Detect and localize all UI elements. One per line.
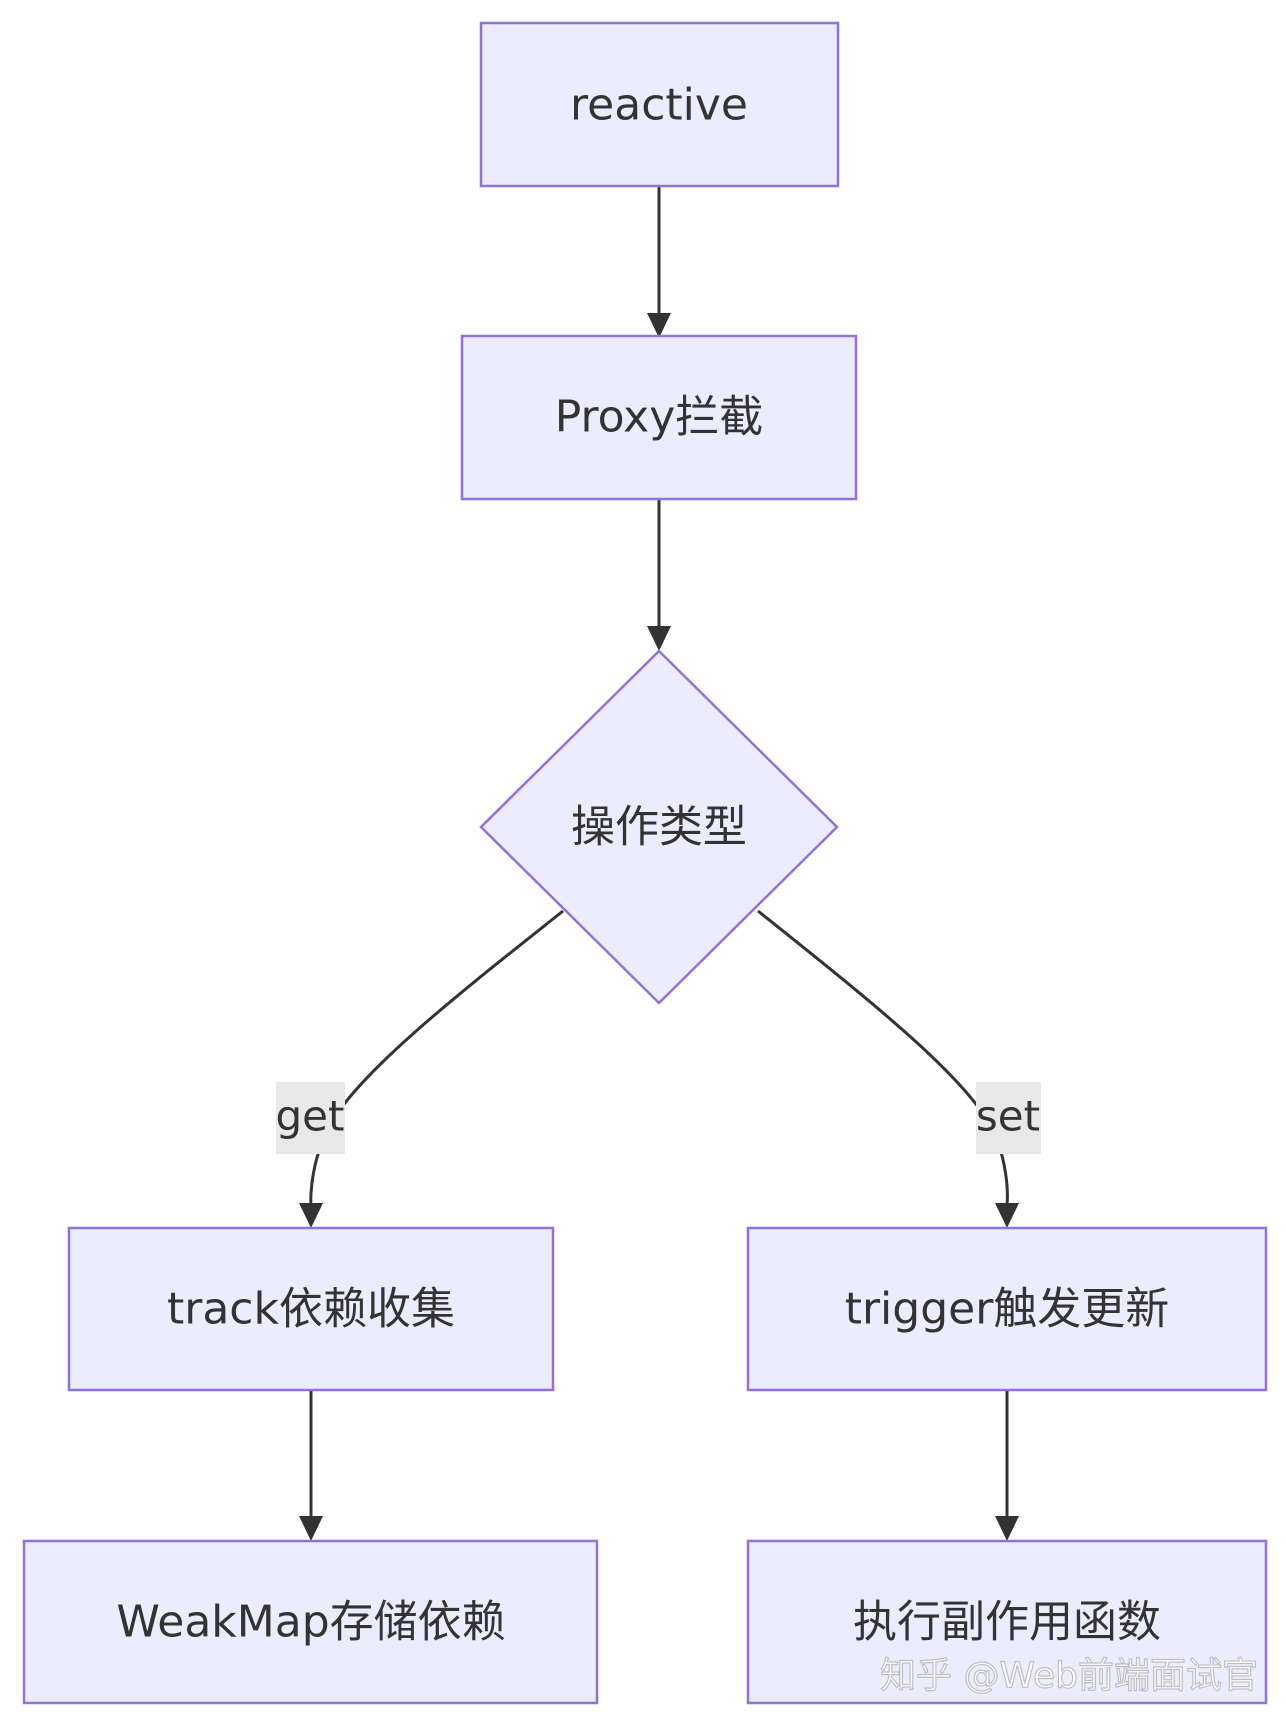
node-proxy-label: Proxy拦截 (555, 392, 764, 443)
node-reactive-label: reactive (570, 80, 748, 131)
edge-optype-trigger (757, 909, 1009, 1206)
arrowhead-icon (299, 1203, 323, 1228)
edge-optype-track (309, 909, 564, 1206)
arrowhead-icon (995, 1203, 1019, 1228)
edge-label-set-text: set (976, 1092, 1040, 1141)
node-effect: 执行副作用函数 (746, 1539, 1268, 1705)
node-track-label: track依赖收集 (167, 1284, 455, 1335)
node-proxy: Proxy拦截 (460, 334, 858, 501)
node-trigger-label: trigger触发更新 (845, 1284, 1170, 1335)
arrowhead-icon (299, 1516, 323, 1541)
node-weakmap-label: WeakMap存储依赖 (116, 1597, 505, 1648)
node-weakmap: WeakMap存储依赖 (22, 1539, 599, 1705)
node-track: track依赖收集 (67, 1226, 555, 1392)
arrowhead-icon (995, 1516, 1019, 1541)
node-effect-label: 执行副作用函数 (853, 1597, 1161, 1648)
edges (299, 187, 1019, 1541)
edge-label-get-text: get (276, 1092, 345, 1141)
arrowhead-icon (647, 626, 671, 651)
node-trigger: trigger触发更新 (746, 1226, 1268, 1392)
node-reactive: reactive (479, 21, 840, 188)
edge-label-set: set (976, 1082, 1041, 1154)
node-operation-type: 操作类型 (479, 649, 839, 1005)
edge-label-get: get (276, 1082, 345, 1154)
arrowhead-icon (647, 313, 671, 338)
node-operation-type-label: 操作类型 (571, 802, 747, 853)
watermark: 知乎 @Web前端面试官 (880, 1656, 1258, 1697)
